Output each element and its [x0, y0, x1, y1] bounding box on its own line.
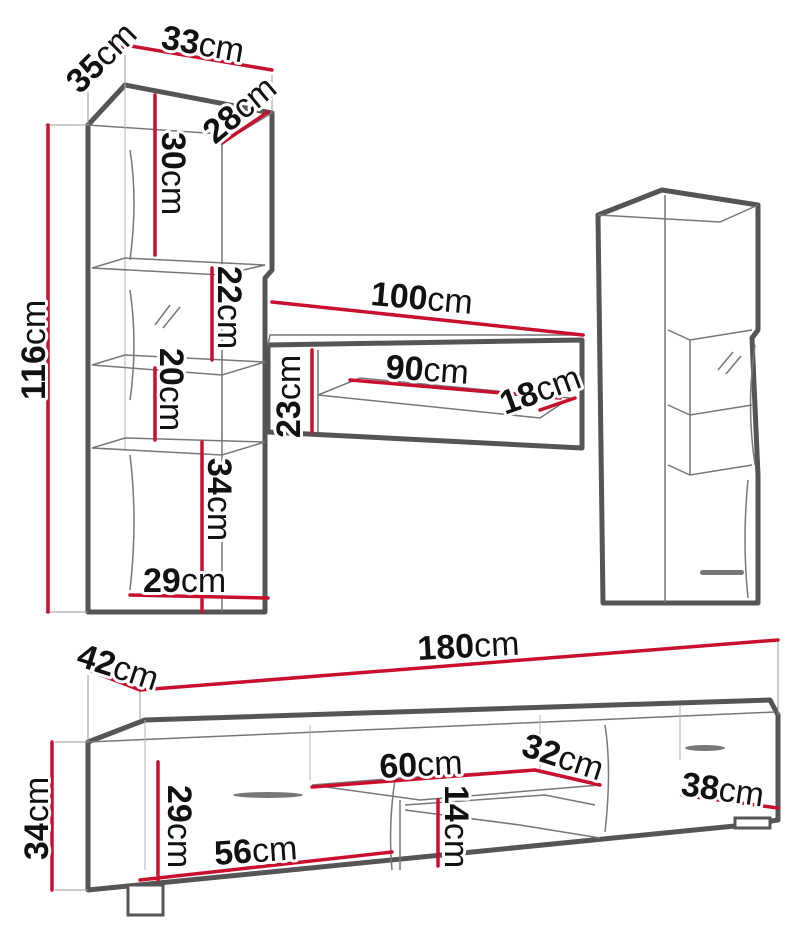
right-tall-cabinet: [595, 187, 761, 606]
dimension-lines: [46, 43, 780, 892]
dim-label-wall-cabinet-middle-shelf: 20cm: [152, 348, 190, 431]
tv-unit-drawer-handle-left-icon: [233, 792, 303, 798]
dim-label-tv-unit-open-width: 60cm: [378, 744, 463, 786]
right-cabinet-handle-icon: [700, 570, 744, 575]
dim-label-tv-unit-inner-height: 29cm: [160, 785, 198, 868]
dim-label-tv-unit-drawer-depth: 38cm: [679, 765, 767, 814]
dim-label-tv-unit-compartment-width: 56cm: [213, 829, 299, 873]
dim-label-wall-cabinet-height: 116cm: [15, 300, 53, 400]
tv-unit-foot-left: [126, 883, 165, 917]
dim-label-wall-cabinet-top-compartment: 30cm: [154, 132, 192, 215]
tv-unit-foot-right: [733, 816, 772, 830]
dim-label-shelf-inner-width: 90cm: [384, 348, 470, 392]
tv-unit: [85, 697, 781, 917]
dim-label-shelf-width: 100cm: [369, 275, 474, 322]
dim-label-wall-cabinet-glass-shelf: 22cm: [210, 266, 248, 349]
dim-label-wall-cabinet-inner-width: 29cm: [143, 562, 226, 600]
hanging-shelf: [265, 334, 585, 451]
left-wall-cabinet: [85, 82, 275, 615]
dim-label-wall-cabinet-width: 33cm: [159, 18, 247, 70]
dim-label-tv-unit-width: 180cm: [416, 625, 520, 668]
dim-label-tv-unit-height: 34cm: [18, 777, 56, 860]
extension-lines: [45, 55, 779, 891]
dim-label-shelf-height: 23cm: [270, 355, 308, 438]
tv-unit-drawer-handle-right-icon: [685, 745, 725, 751]
dim-label-wall-cabinet-bottom-compartment: 34cm: [200, 458, 238, 541]
dimension-labels: 35cm 33cm 28cm 30cm 22cm 20cm 34cm 29cm …: [12, 12, 770, 876]
dim-label-tv-unit-open-height: 14cm: [437, 785, 475, 868]
dim-label-tv-unit-depth: 42cm: [73, 636, 164, 698]
